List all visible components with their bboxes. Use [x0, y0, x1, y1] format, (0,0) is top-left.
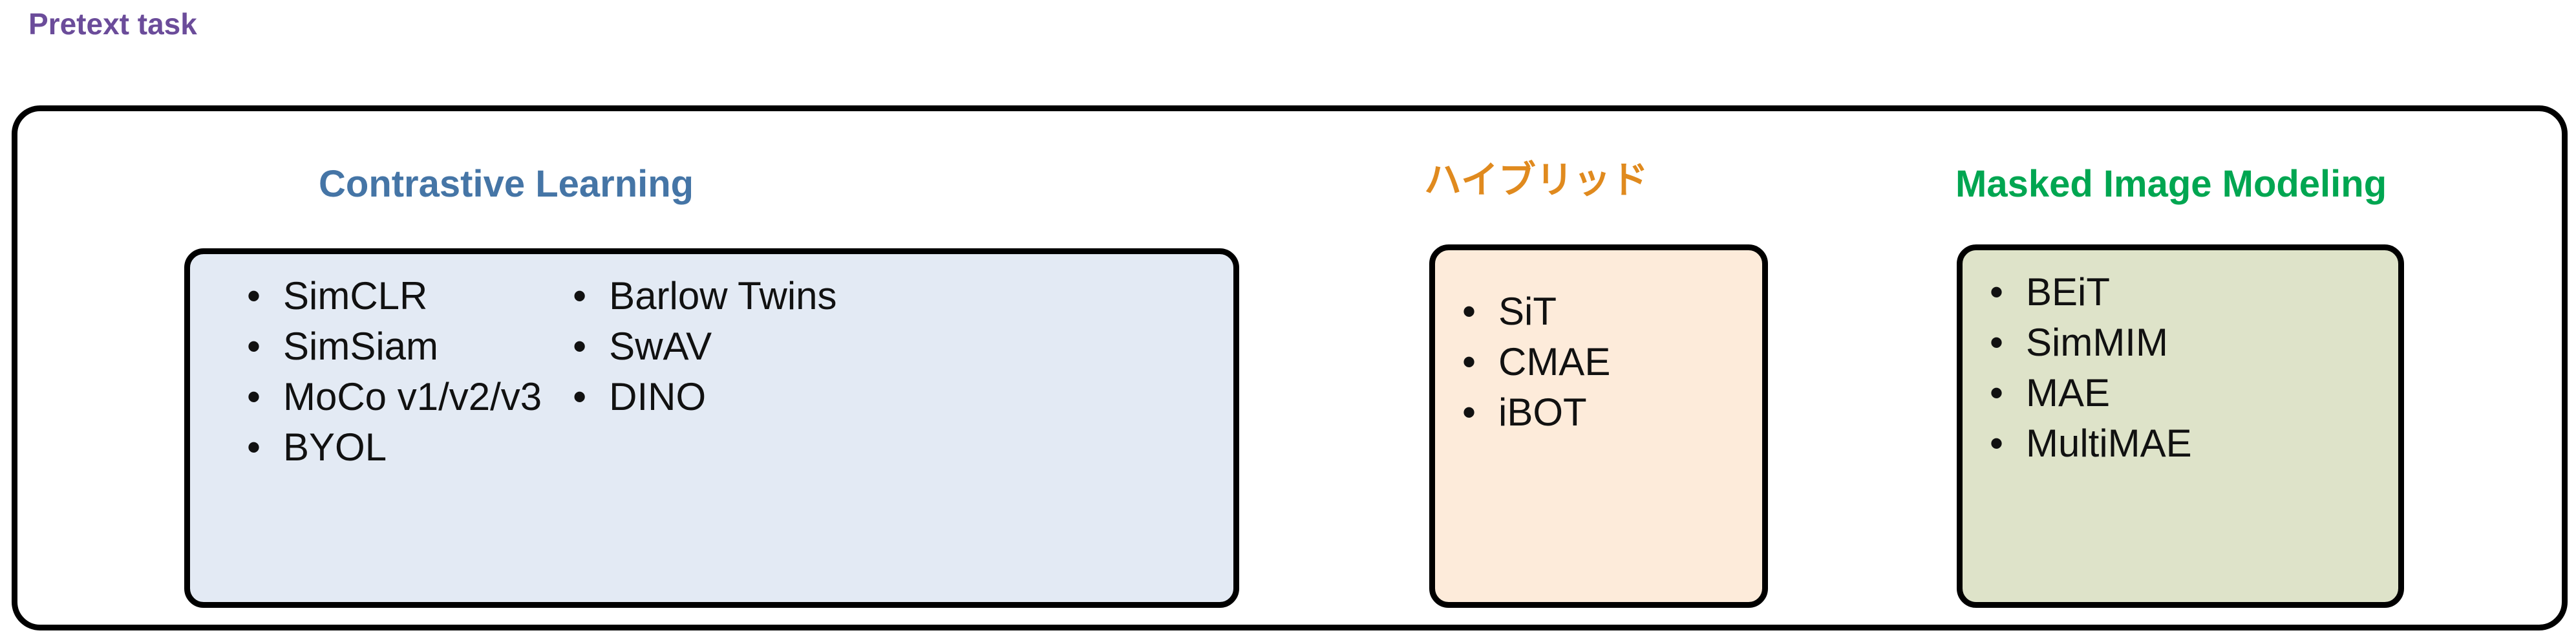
bullet-icon: •: [573, 325, 587, 368]
category-heading-masked-image-modeling: Masked Image Modeling: [1955, 163, 2387, 205]
bullet-icon: •: [1462, 340, 1476, 383]
page-title: Pretext task: [28, 7, 197, 41]
bullet-icon: •: [573, 375, 587, 418]
bullet-icon: •: [247, 425, 261, 469]
method-name: iBOT: [1498, 391, 1587, 434]
method-name: SwAV: [609, 325, 712, 368]
bullet-icon: •: [1990, 270, 2004, 314]
bullet-icon: •: [1462, 290, 1476, 333]
method-name: BEiT: [2026, 270, 2111, 314]
list-item: • MoCo v1/v2/v3: [242, 372, 542, 422]
bullet-icon: •: [1990, 321, 2004, 364]
bullet-icon: •: [573, 274, 587, 318]
bullet-icon: •: [1990, 371, 2004, 414]
list-item: • MultiMAE: [1985, 418, 2192, 469]
method-list-contrastive-col2: • Barlow Twins • SwAV • DINO: [568, 271, 836, 422]
method-name: DINO: [609, 375, 707, 418]
list-item: • SiT: [1457, 286, 1610, 337]
method-name: SimSiam: [283, 325, 439, 368]
list-item: • DINO: [568, 372, 836, 422]
bullet-icon: •: [247, 274, 261, 318]
list-item: • SimCLR: [242, 271, 542, 321]
list-item: • SimSiam: [242, 321, 542, 372]
card-hybrid: • SiT • CMAE • iBOT: [1429, 244, 1768, 608]
list-item: • BYOL: [242, 422, 542, 473]
method-name: CMAE: [1498, 340, 1611, 383]
list-item: • SimMIM: [1985, 318, 2192, 368]
method-name: MoCo v1/v2/v3: [283, 375, 542, 418]
bullet-icon: •: [247, 325, 261, 368]
method-list-hybrid: • SiT • CMAE • iBOT: [1457, 286, 1610, 438]
pretext-task-panel: Contrastive Learning • SimCLR • SimSiam • M…: [12, 105, 2568, 630]
list-item: • iBOT: [1457, 387, 1610, 438]
method-name: SimMIM: [2026, 321, 2168, 364]
list-item: • BEiT: [1985, 267, 2192, 318]
method-name: BYOL: [283, 425, 387, 469]
method-name: SimCLR: [283, 274, 428, 318]
method-name: MultiMAE: [2026, 422, 2192, 465]
list-item: • MAE: [1985, 368, 2192, 418]
method-list-masked-image-modeling: • BEiT • SimMIM • MAE • MultiMAE: [1985, 267, 2192, 469]
method-name: Barlow Twins: [609, 274, 837, 318]
category-heading-hybrid: ハイブリッド: [1424, 159, 1648, 201]
method-list-contrastive-col1: • SimCLR • SimSiam • MoCo v1/v2/v3 • BYOL: [242, 271, 542, 473]
bullet-icon: •: [1990, 422, 2004, 465]
category-heading-contrastive-learning: Contrastive Learning: [319, 163, 694, 205]
card-masked-image-modeling: • BEiT • SimMIM • MAE • MultiMAE: [1957, 244, 2404, 608]
method-name: MAE: [2026, 371, 2111, 414]
bullet-icon: •: [247, 375, 261, 418]
list-item: • Barlow Twins: [568, 271, 836, 321]
list-item: • SwAV: [568, 321, 836, 372]
bullet-icon: •: [1462, 391, 1476, 434]
list-item: • CMAE: [1457, 337, 1610, 387]
card-contrastive-learning: • SimCLR • SimSiam • MoCo v1/v2/v3 • BYOL • B…: [184, 248, 1239, 608]
method-name: SiT: [1498, 290, 1557, 333]
